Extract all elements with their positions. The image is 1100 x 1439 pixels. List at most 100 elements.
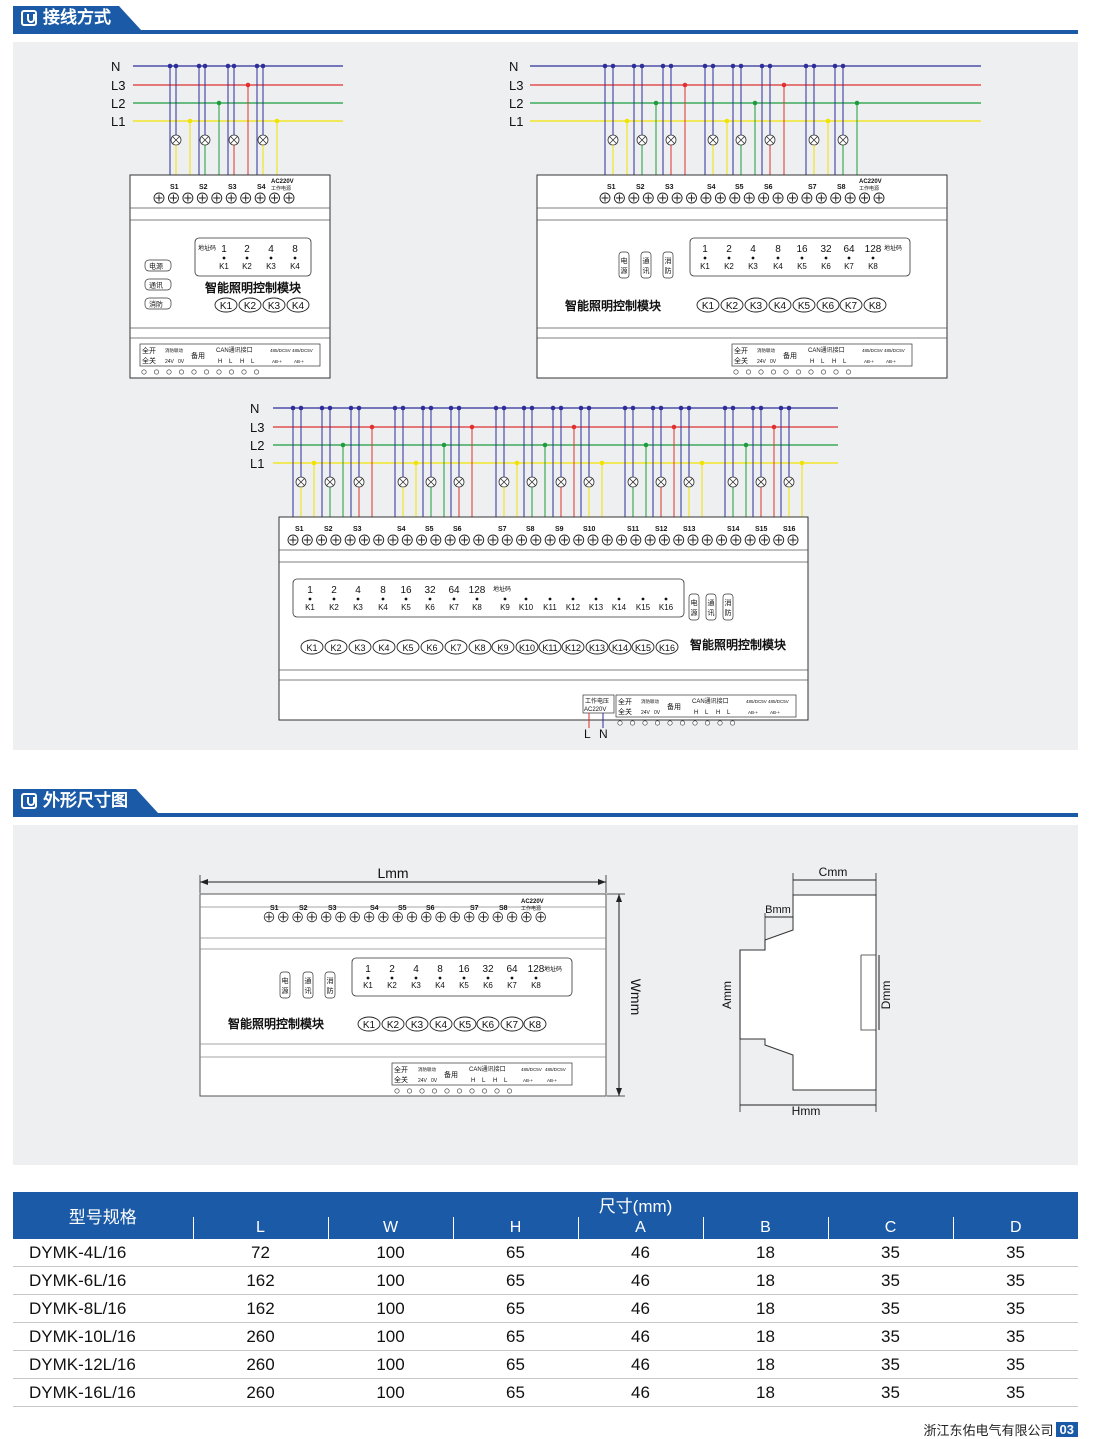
bottom-terminal-label: 全关 xyxy=(618,707,632,716)
lamp-cross xyxy=(172,136,180,144)
junction-dot xyxy=(196,63,202,69)
value-cell-a: 46 xyxy=(578,1322,703,1351)
junction-dot xyxy=(682,82,688,88)
channel-button-label: K3 xyxy=(354,643,365,653)
switch-label: S8 xyxy=(837,184,846,191)
address-key: K15 xyxy=(636,603,651,612)
channel-button-frame xyxy=(608,639,632,655)
address-value: 128 xyxy=(528,964,545,975)
bottom-screw xyxy=(758,369,764,375)
junction-dot xyxy=(521,405,527,411)
column-header-w: W xyxy=(327,1217,453,1239)
switch-label: S12 xyxy=(655,526,668,533)
address-led xyxy=(800,256,804,260)
junction-dot xyxy=(686,405,692,411)
status-light-label: 防 xyxy=(665,266,672,275)
side-rail-clip xyxy=(860,954,876,1031)
status-light-label: 消防 xyxy=(149,300,163,309)
dim-arrow xyxy=(598,879,606,885)
bottom-terminal-label: 485/DC5V xyxy=(862,348,883,353)
dim-label-w: Wmm xyxy=(628,979,644,1016)
switch-label: S7 xyxy=(808,184,817,191)
junction-dot xyxy=(832,63,838,69)
value-cell-d: 35 xyxy=(953,1266,1079,1295)
status-light-frame xyxy=(144,259,172,272)
address-led xyxy=(414,976,418,980)
address-led xyxy=(703,256,707,260)
value-cell-d: 35 xyxy=(953,1378,1079,1407)
module-title: 智能照明控制模块 xyxy=(689,637,787,652)
value-cell-c: 35 xyxy=(828,1239,953,1267)
junction-dot xyxy=(420,405,426,411)
value-cell-h: 65 xyxy=(453,1294,578,1323)
switch-label: S3 xyxy=(328,905,337,912)
address-led xyxy=(462,976,466,980)
value-cell-h: 65 xyxy=(453,1239,578,1267)
value-cell-c: 35 xyxy=(828,1266,953,1295)
switch-label: S1 xyxy=(607,184,616,191)
model-cell: DYMK-16L/16 xyxy=(13,1378,193,1407)
value-cell-w: 100 xyxy=(328,1322,453,1351)
address-value: 64 xyxy=(506,964,518,975)
bottom-screw xyxy=(444,1088,450,1094)
bottom-terminal-label: L xyxy=(229,359,233,365)
junction-dot xyxy=(290,405,296,411)
bus-label-l3: L3 xyxy=(509,78,523,93)
junction-dot xyxy=(752,100,758,106)
address-value: 64 xyxy=(843,244,855,255)
switch-label: S2 xyxy=(199,184,208,191)
lamp-cross xyxy=(839,136,847,144)
switch-label: S3 xyxy=(665,184,674,191)
value-cell-d: 35 xyxy=(953,1350,1079,1379)
junction-dot xyxy=(428,405,434,411)
address-key: K1 xyxy=(700,262,710,271)
power-icon xyxy=(21,10,37,26)
status-light-label: 消 xyxy=(327,976,334,985)
status-light-label: 防 xyxy=(327,986,334,995)
column-header-b: B xyxy=(702,1217,828,1239)
address-value: 8 xyxy=(437,964,443,975)
bottom-screw xyxy=(394,1088,400,1094)
bottom-terminal-label: L xyxy=(482,1078,486,1084)
status-light-frame xyxy=(640,251,652,279)
channel-button-frame xyxy=(561,639,585,655)
channel-button-label: K16 xyxy=(659,643,675,653)
section-header-wiring: 接线方式 xyxy=(13,6,1078,34)
address-key: K3 xyxy=(353,603,363,612)
value-cell-c: 35 xyxy=(828,1378,953,1407)
status-light-label: 源 xyxy=(282,986,289,995)
status-light-label: 通 xyxy=(708,598,715,607)
address-led xyxy=(452,597,456,601)
status-light-frame xyxy=(144,278,172,291)
junction-dot xyxy=(456,405,462,411)
bottom-terminal-label: 备用 xyxy=(783,351,797,360)
channel-button-label: K1 xyxy=(220,301,233,312)
ac-label: AC220V xyxy=(271,179,294,185)
bottom-screw xyxy=(692,720,698,726)
section-header-dimensions: 外形尺寸图 xyxy=(13,789,1078,817)
address-led xyxy=(534,976,538,980)
value-cell-b: 18 xyxy=(703,1322,828,1351)
channel-button-label: K1 xyxy=(306,643,317,653)
junction-dot xyxy=(610,63,616,69)
switch-label: S11 xyxy=(627,526,639,533)
address-led xyxy=(308,597,312,601)
junction-dot xyxy=(650,405,656,411)
bottom-terminal-label: H xyxy=(832,359,836,365)
address-led xyxy=(404,597,408,601)
bottom-screw xyxy=(166,369,172,375)
status-light-label: 源 xyxy=(691,608,698,617)
bottom-terminal-label: 全开 xyxy=(394,1065,408,1074)
bottom-terminal-label: L xyxy=(251,359,255,365)
ac-label: AC220V xyxy=(521,899,544,905)
junction-dot xyxy=(738,63,744,69)
address-label: 地址码 xyxy=(198,244,216,252)
value-cell-l: 162 xyxy=(193,1294,328,1323)
lamp-cross xyxy=(766,136,774,144)
address-value: 128 xyxy=(469,585,486,596)
junction-dot xyxy=(529,405,535,411)
status-light: 电源 xyxy=(688,593,700,621)
address-led xyxy=(390,976,394,980)
